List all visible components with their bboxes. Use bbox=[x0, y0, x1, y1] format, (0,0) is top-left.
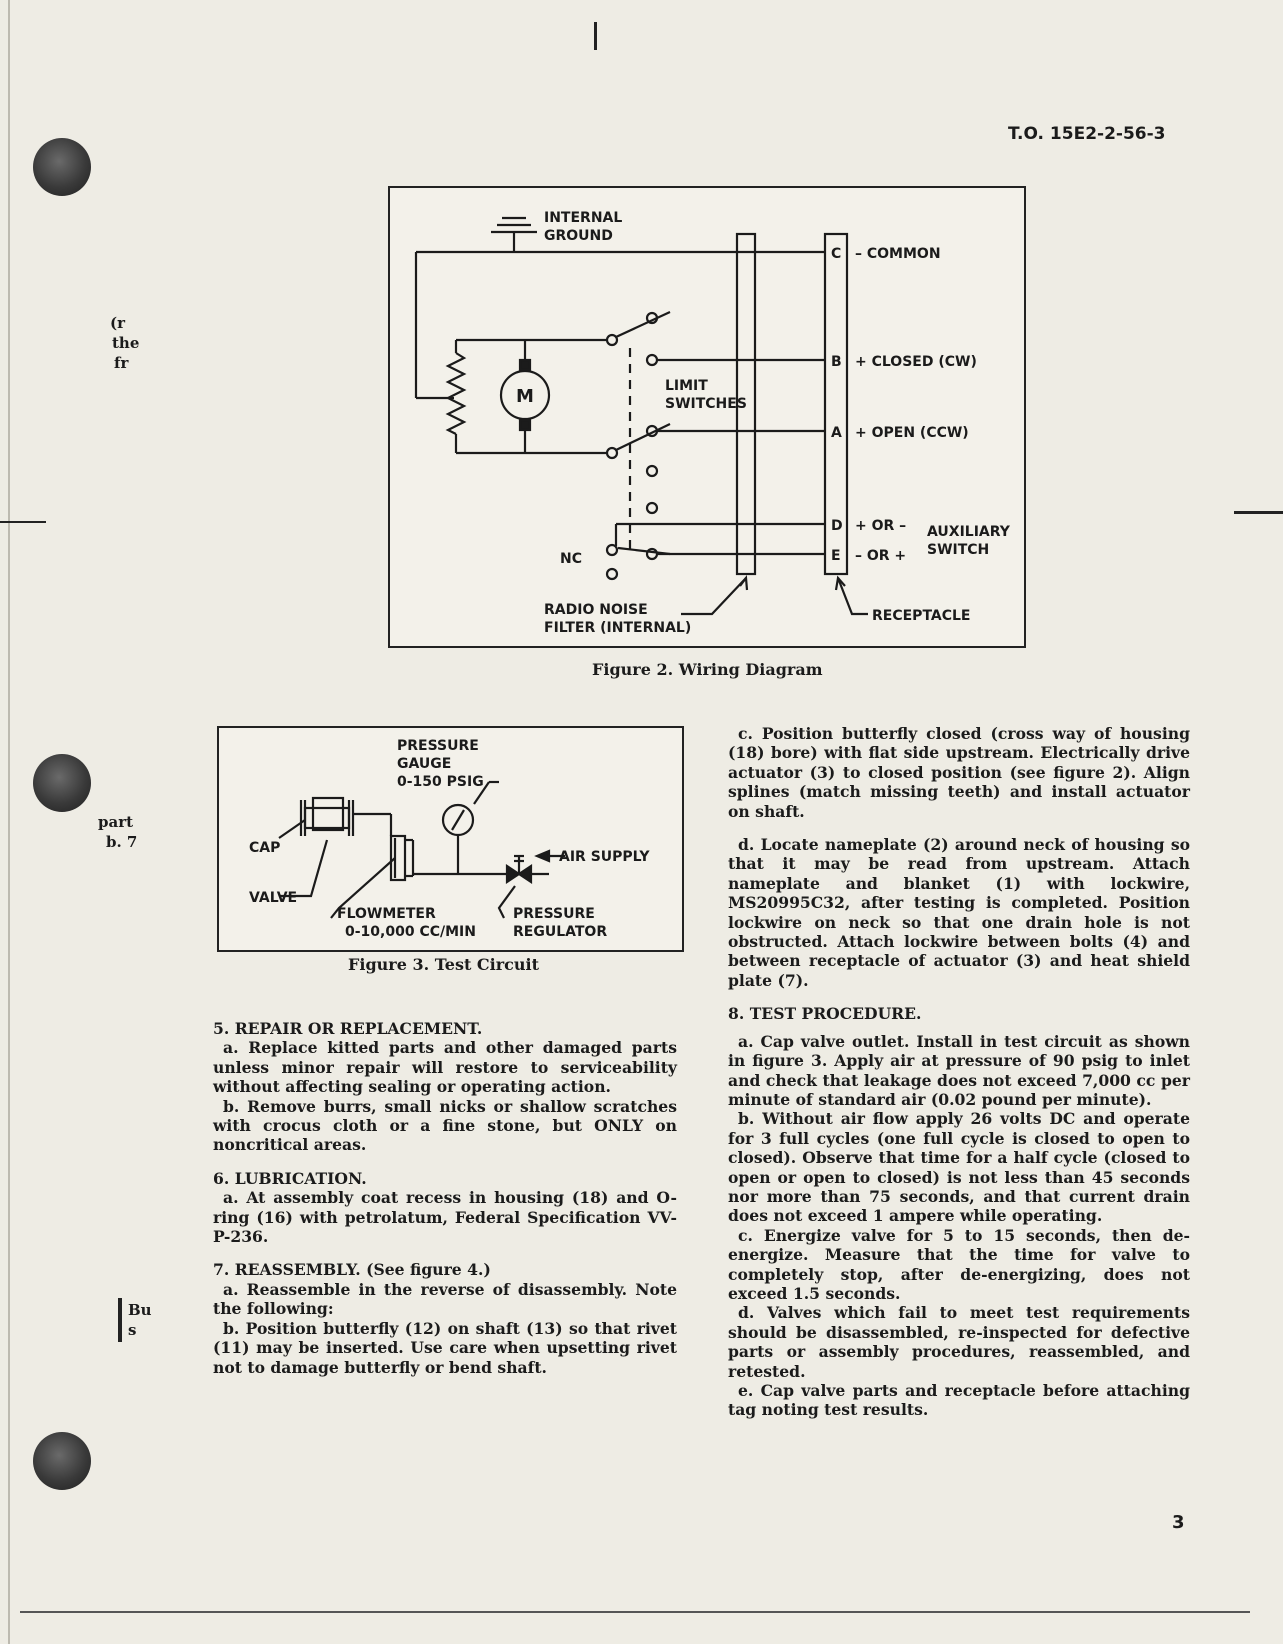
paragraph: d. Valves which fail to meet test requir… bbox=[728, 1303, 1190, 1381]
section-heading: 7. REASSEMBLY. (See figure 4.) bbox=[213, 1260, 491, 1280]
label-valve: VALVE bbox=[249, 890, 297, 906]
paragraph: b. Without air flow apply 26 volts DC an… bbox=[728, 1109, 1190, 1226]
scan-edge-line-left bbox=[8, 0, 10, 1644]
paragraph: c. Energize valve for 5 to 15 seconds, t… bbox=[728, 1225, 1190, 1303]
paragraph: e. Cap valve parts and receptacle before… bbox=[728, 1381, 1190, 1420]
label-ground: GROUND bbox=[544, 228, 613, 244]
pin-d-letter: D bbox=[831, 518, 843, 534]
label-switches: SWITCHES bbox=[665, 396, 747, 412]
pin-a-letter: A bbox=[831, 425, 842, 441]
wiring-diagram-svg: INTERNAL GROUND M LIMIT SWITCHES NC RADI… bbox=[414, 210, 1011, 636]
margin-fragment: fr bbox=[114, 354, 129, 372]
label-motor: M bbox=[516, 386, 534, 407]
label-cap: CAP bbox=[249, 840, 280, 856]
label-gauge-range: 0-150 PSIG bbox=[397, 774, 484, 790]
margin-fragment: (r bbox=[110, 314, 125, 332]
right-tick-1 bbox=[1234, 511, 1283, 514]
label-pressure-regulator-1: PRESSURE bbox=[513, 906, 595, 922]
pin-b-label: + CLOSED (CW) bbox=[855, 354, 977, 370]
paragraph: a. Replace kitted parts and other damage… bbox=[213, 1038, 677, 1097]
pin-c-label: – COMMON bbox=[855, 246, 941, 262]
label-receptacle: RECEPTACLE bbox=[872, 608, 971, 624]
paragraph: a. Cap valve outlet. Install in test cir… bbox=[728, 1031, 1190, 1109]
label-nc: NC bbox=[560, 551, 582, 567]
label-flow-range: 0-10,000 CC/MIN bbox=[345, 924, 476, 940]
binder-hole-middle bbox=[33, 754, 91, 812]
figure-3-caption: Figure 3. Test Circuit bbox=[348, 955, 540, 974]
section-heading: 8. TEST PROCEDURE. bbox=[728, 1004, 922, 1024]
label-limit: LIMIT bbox=[665, 378, 708, 394]
label-switch: SWITCH bbox=[927, 542, 989, 558]
page-number: 3 bbox=[1172, 1512, 1185, 1533]
paragraph: a. Reassemble in the reverse of disassem… bbox=[213, 1279, 677, 1319]
label-flowmeter: FLOWMETER bbox=[337, 906, 436, 922]
label-internal: INTERNAL bbox=[544, 210, 622, 226]
test-circuit-svg: PRESSURE GAUGE 0-150 PSIG CAP VALVE AIR … bbox=[249, 738, 650, 940]
right-column: c. Position butterfly closed (cross way … bbox=[728, 724, 1190, 1420]
figure-3-test-circuit: PRESSURE GAUGE 0-150 PSIG CAP VALVE AIR … bbox=[217, 726, 684, 952]
margin-fragment: b. 7 bbox=[106, 833, 138, 851]
paragraph: c. Position butterfly closed (cross way … bbox=[728, 724, 1190, 821]
paragraph: b. Position butterfly (12) on shaft (13)… bbox=[213, 1318, 677, 1377]
paragraph: b. Remove burrs, small nicks or shallow … bbox=[213, 1096, 677, 1155]
bottom-rule bbox=[20, 1611, 1250, 1613]
paragraph: d. Locate nameplate (2) around neck of h… bbox=[728, 835, 1190, 990]
label-filter-internal: FILTER (INTERNAL) bbox=[544, 620, 691, 636]
margin-fragment: part bbox=[98, 813, 134, 831]
section-heading: 6. LUBRICATION. bbox=[213, 1168, 367, 1188]
label-radio-noise: RADIO NOISE bbox=[544, 602, 648, 618]
pin-a-label: + OPEN (CCW) bbox=[855, 425, 969, 441]
label-pressure: PRESSURE bbox=[397, 738, 479, 754]
label-air-supply: AIR SUPPLY bbox=[559, 849, 650, 865]
margin-fragment: the bbox=[112, 334, 140, 352]
change-bar bbox=[118, 1298, 122, 1342]
paragraph: a. At assembly coat recess in housing (1… bbox=[213, 1188, 677, 1247]
figure-2-wiring-diagram: INTERNAL GROUND M LIMIT SWITCHES NC RADI… bbox=[388, 186, 1026, 648]
document-id: T.O. 15E2-2-56-3 bbox=[1008, 124, 1166, 144]
label-gauge: GAUGE bbox=[397, 756, 451, 772]
margin-fragment: s bbox=[128, 1321, 137, 1339]
label-auxiliary: AUXILIARY bbox=[927, 524, 1011, 540]
section-heading: 5. REPAIR OR REPLACEMENT. bbox=[213, 1019, 483, 1038]
figure-2-caption: Figure 2. Wiring Diagram bbox=[592, 660, 823, 679]
margin-fragment: Bu bbox=[128, 1301, 152, 1319]
left-tick-1 bbox=[0, 521, 46, 523]
pin-c-letter: C bbox=[831, 246, 841, 262]
left-column: 5. REPAIR OR REPLACEMENT. a. Replace kit… bbox=[213, 1019, 677, 1377]
pin-e-label: – OR + bbox=[855, 548, 906, 564]
pin-d-label: + OR – bbox=[855, 518, 906, 534]
binder-hole-top bbox=[33, 138, 91, 196]
binder-hole-bottom bbox=[33, 1432, 91, 1490]
top-mark bbox=[594, 22, 597, 50]
pin-b-letter: B bbox=[831, 354, 842, 370]
label-pressure-regulator-2: REGULATOR bbox=[513, 924, 607, 940]
pin-e-letter: E bbox=[831, 548, 841, 564]
